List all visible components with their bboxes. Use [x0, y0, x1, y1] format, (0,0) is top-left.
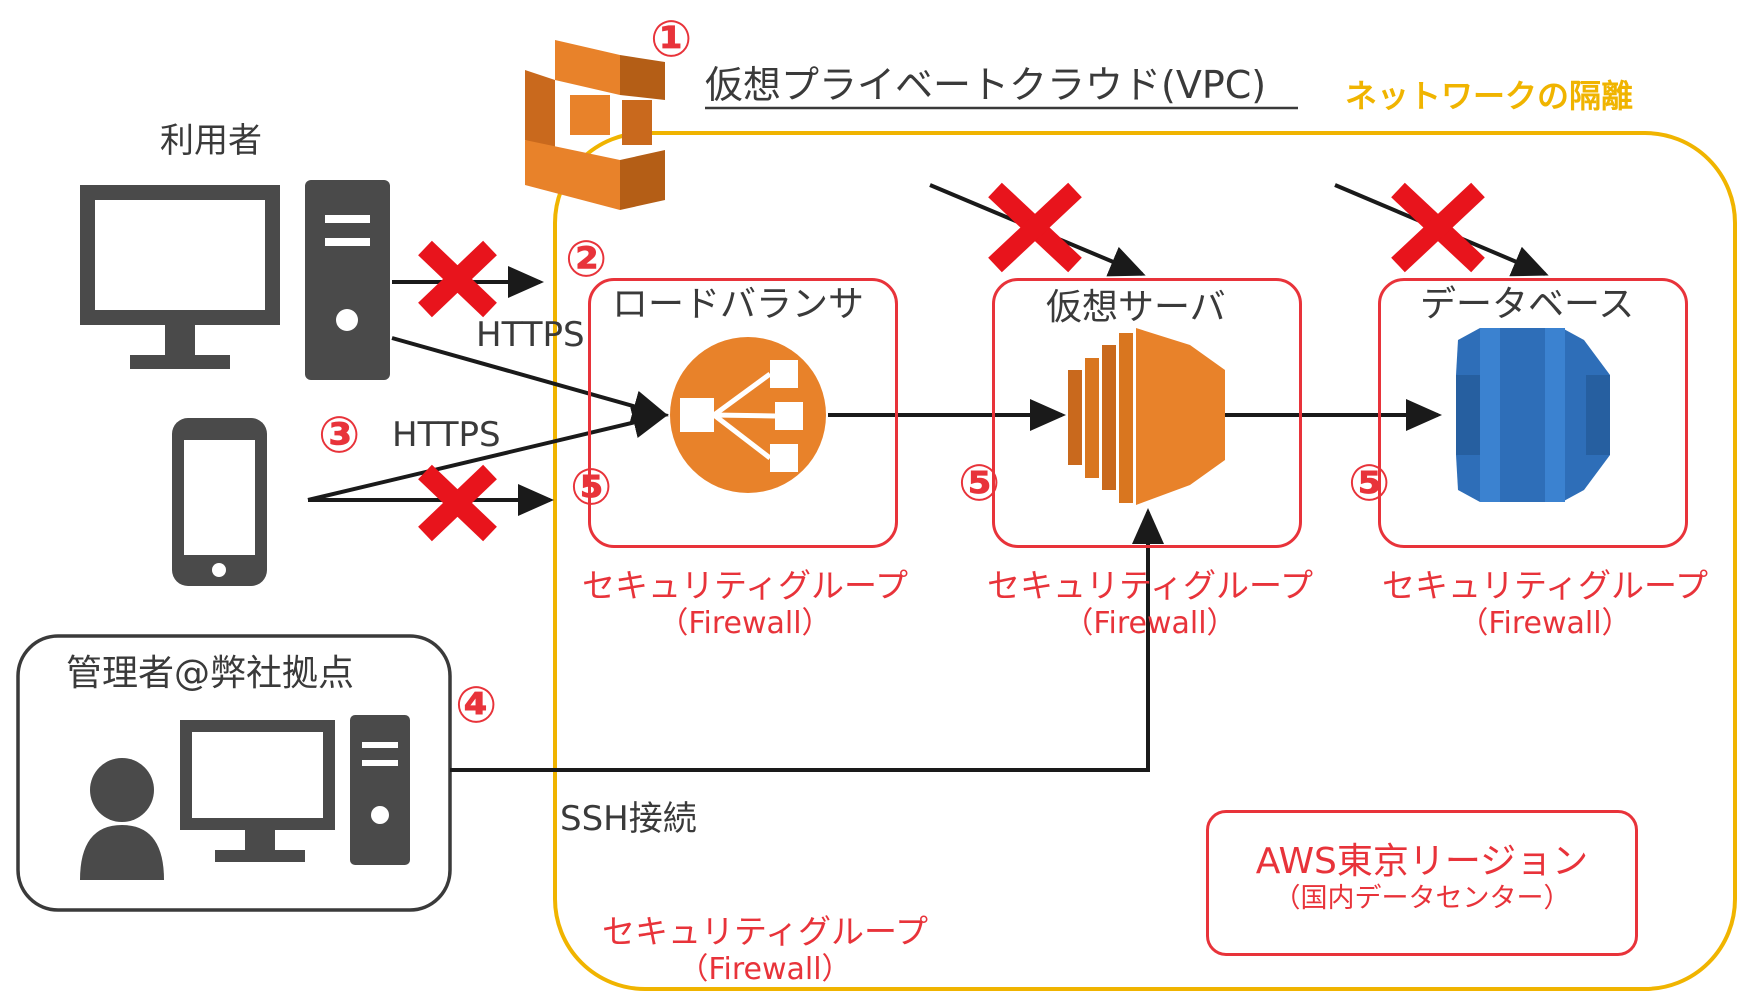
vpc-boundary [553, 131, 1737, 991]
region-title: AWS東京リージョン [1255, 841, 1589, 882]
virtual-server-box [992, 278, 1302, 548]
security-group-subtitle: （Firewall） [1063, 605, 1237, 641]
region-subtitle: （国内データセンター） [1273, 883, 1571, 915]
https-label-pc: HTTPS [476, 315, 585, 355]
vpc-icon [525, 40, 665, 210]
security-group-lb: セキュリティグループ （Firewall） [560, 566, 930, 642]
block-x-icon [1391, 182, 1485, 273]
security-group-title: セキュリティグループ [986, 566, 1314, 605]
security-group-title: セキュリティグループ [601, 912, 929, 951]
load-balancer-box [588, 278, 898, 548]
security-group-server: セキュリティグループ （Firewall） [965, 566, 1335, 642]
admin-person-icon [80, 758, 164, 880]
vpc-label: 仮想プライベートクラウド(VPC) [705, 63, 1267, 107]
marker-5-db: ⑤ [1348, 454, 1391, 512]
security-group-subtitle: （Firewall） [1458, 605, 1632, 641]
isolation-label: ネットワークの隔離 [1345, 77, 1634, 115]
https-arrow-pc [391, 336, 669, 422]
security-group-title: セキュリティグループ [1381, 566, 1709, 605]
vpc-number: ① [650, 10, 693, 68]
security-group-db: セキュリティグループ （Firewall） [1360, 566, 1730, 642]
region-label: AWS東京リージョン （国内データセンター） [1206, 840, 1638, 916]
marker-5-lb: ⑤ [570, 458, 613, 516]
marker-5-server: ⑤ [958, 454, 1001, 512]
smartphone-icon [172, 418, 267, 586]
desktop-pc-icon [80, 180, 390, 380]
load-balancer-title: ロードバランサ [612, 284, 865, 325]
block-x-icon [988, 182, 1082, 273]
virtual-server-title: 仮想サーバ [1046, 287, 1226, 328]
https-arrow-phone [307, 406, 669, 502]
security-group-subtitle: （Firewall） [678, 951, 852, 987]
region-box [1206, 810, 1638, 956]
marker-4: ④ [455, 676, 498, 734]
block-x-icon [418, 464, 497, 542]
ec2-server-icon [1068, 328, 1225, 505]
admin-label: 管理者@弊社拠点 [66, 653, 355, 694]
marker-2: ② [565, 230, 608, 288]
marker-3: ③ [318, 406, 361, 464]
block-x-icon [418, 240, 497, 318]
security-group-title: セキュリティグループ [581, 566, 909, 605]
https-label-phone: HTTPS [392, 415, 501, 455]
admin-pc-icon [180, 715, 410, 865]
security-group-subtitle: （Firewall） [658, 605, 832, 641]
security-group-vpc: セキュリティグループ （Firewall） [580, 912, 950, 988]
ssh-arrow [450, 508, 1164, 772]
database-box [1378, 278, 1688, 548]
load-balancer-icon [670, 337, 826, 493]
user-label: 利用者 [160, 121, 262, 161]
database-icon [1456, 328, 1610, 502]
admin-site-box [16, 634, 452, 912]
database-title: データベース [1420, 284, 1635, 325]
ssh-label: SSH接続 [560, 799, 697, 839]
